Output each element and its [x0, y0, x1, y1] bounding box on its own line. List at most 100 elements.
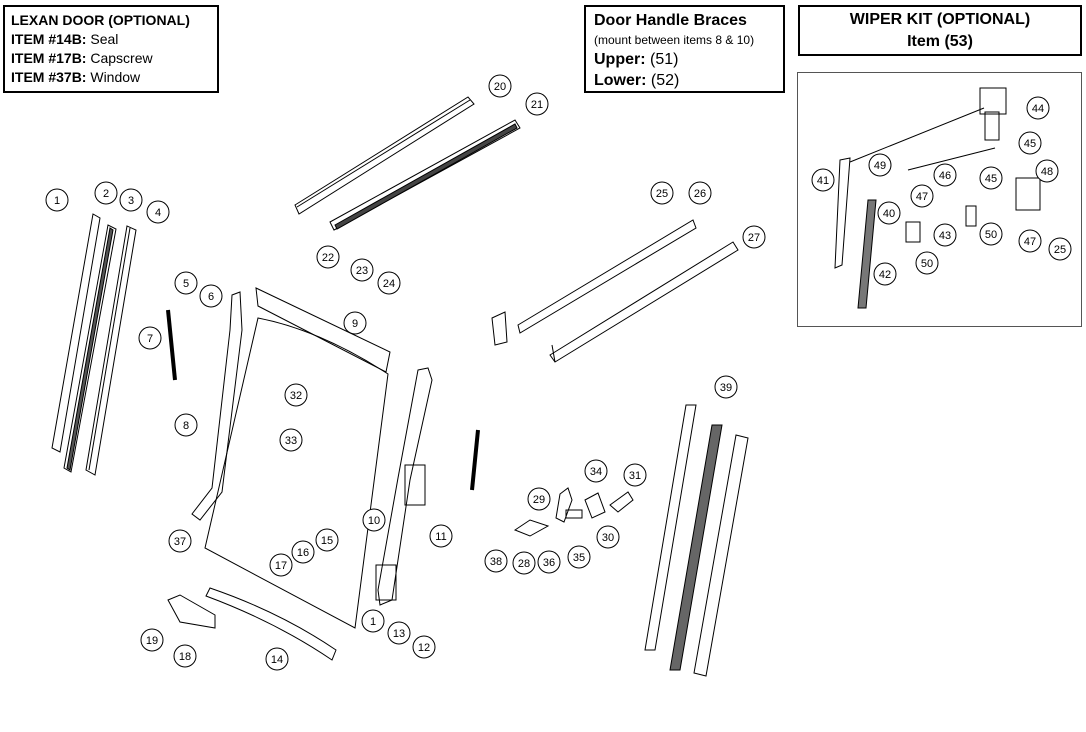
callout-number: 22: [322, 252, 334, 264]
callout-5: 5: [174, 271, 198, 295]
callout-number: 11: [435, 531, 446, 543]
callout-1: 1: [45, 188, 69, 212]
callout-balloon: [584, 459, 608, 483]
callout-27: 27: [742, 225, 766, 249]
callout-number: 1: [54, 195, 60, 207]
callout-11: 11: [429, 524, 453, 548]
braces-lower: Lower: (52): [594, 70, 775, 91]
callout-number: 43: [939, 230, 951, 242]
callout-number: 34: [590, 466, 602, 478]
callout-number: 44: [1032, 103, 1044, 115]
callout-46: 46: [933, 163, 957, 187]
callout-number: 30: [602, 532, 614, 544]
callout-number: 48: [1041, 166, 1053, 178]
callout-number: 7: [147, 333, 153, 345]
callout-34: 34: [584, 459, 608, 483]
callout-balloon: [315, 528, 339, 552]
callout-14: 14: [265, 647, 289, 671]
callout-42: 42: [873, 262, 897, 286]
callout-37: 37: [168, 529, 192, 553]
callout-40: 40: [877, 201, 901, 225]
callout-2: 2: [94, 181, 118, 205]
callout-48: 48: [1035, 159, 1059, 183]
braces-subtitle: (mount between items 8 & 10): [594, 33, 755, 47]
callout-balloon: [1018, 131, 1042, 155]
lexan-item-desc: Seal: [90, 31, 119, 47]
callout-balloon: [484, 549, 508, 573]
callout-22: 22: [316, 245, 340, 269]
callout-balloon: [979, 222, 1003, 246]
wiper-kit-parts: [834, 87, 1041, 309]
callout-number: 49: [874, 160, 886, 172]
callout-number: 25: [656, 188, 668, 200]
callout-balloon: [362, 508, 386, 532]
callout-balloon: [1048, 237, 1072, 261]
wiper-title: WIPER KIT (OPTIONAL): [849, 11, 1031, 28]
callout-balloon: [868, 153, 892, 177]
lexan-item-id: ITEM #37B:: [11, 69, 87, 85]
hinge-bars: [191, 291, 433, 606]
callout-balloon: [377, 271, 401, 295]
callout-number: 47: [1024, 236, 1036, 248]
callout-balloon: [199, 284, 223, 308]
callout-balloon: [94, 181, 118, 205]
callout-number: 6: [208, 291, 214, 303]
callout-number: 24: [383, 278, 395, 290]
callout-number: 28: [518, 558, 530, 570]
callout-number: 18: [179, 651, 191, 663]
callout-38: 38: [484, 549, 508, 573]
callout-balloon: [1018, 229, 1042, 253]
callout-number: 23: [356, 265, 368, 277]
braces-lower-value: (52): [650, 72, 680, 89]
callout-balloon: [596, 525, 620, 549]
braces-upper-label: Upper:: [594, 51, 646, 68]
callout-balloon: [527, 487, 551, 511]
callout-number: 8: [183, 420, 189, 432]
callout-balloon: [1035, 159, 1059, 183]
callout-30: 30: [596, 525, 620, 549]
callout-balloon: [265, 647, 289, 671]
callout-balloon: [412, 635, 436, 659]
top-rails: [294, 96, 521, 231]
callout-number: 37: [174, 536, 186, 548]
callout-number: 47: [916, 191, 928, 203]
braces-upper: Upper: (51): [594, 49, 775, 70]
lexan-row: ITEM #14B: Seal: [11, 30, 211, 49]
callout-number: 12: [418, 642, 430, 654]
callout-balloon: [714, 375, 738, 399]
callout-50: 50: [915, 251, 939, 275]
callout-balloon: [873, 262, 897, 286]
callout-number: 45: [1024, 138, 1036, 150]
callout-number: 20: [494, 81, 506, 93]
callout-balloon: [269, 553, 293, 577]
callout-number: 33: [285, 435, 297, 447]
callout-balloon: [119, 188, 143, 212]
callout-number: 35: [573, 552, 585, 564]
callout-balloon: [933, 223, 957, 247]
callout-number: 39: [720, 382, 732, 394]
callout-12: 12: [412, 635, 436, 659]
lexan-row: ITEM #17B: Capscrew: [11, 49, 211, 68]
callout-number: 32: [290, 390, 302, 402]
callout-number: 17: [275, 560, 287, 572]
callout-balloon: [168, 529, 192, 553]
callout-balloon: [933, 163, 957, 187]
callout-33: 33: [279, 428, 303, 452]
callout-49: 49: [868, 153, 892, 177]
braces-lower-label: Lower:: [594, 72, 647, 89]
callout-balloon: [567, 545, 591, 569]
callout-balloon: [291, 540, 315, 564]
callout-28: 28: [512, 551, 536, 575]
callout-balloon: [488, 74, 512, 98]
callout-25: 25: [650, 181, 674, 205]
callout-45: 45: [979, 166, 1003, 190]
callout-13: 13: [387, 621, 411, 645]
callout-number: 50: [985, 229, 997, 241]
callout-number: 14: [271, 654, 283, 666]
callout-45: 45: [1018, 131, 1042, 155]
callout-number: 3: [128, 195, 134, 207]
callout-32: 32: [284, 383, 308, 407]
callout-8: 8: [174, 413, 198, 437]
